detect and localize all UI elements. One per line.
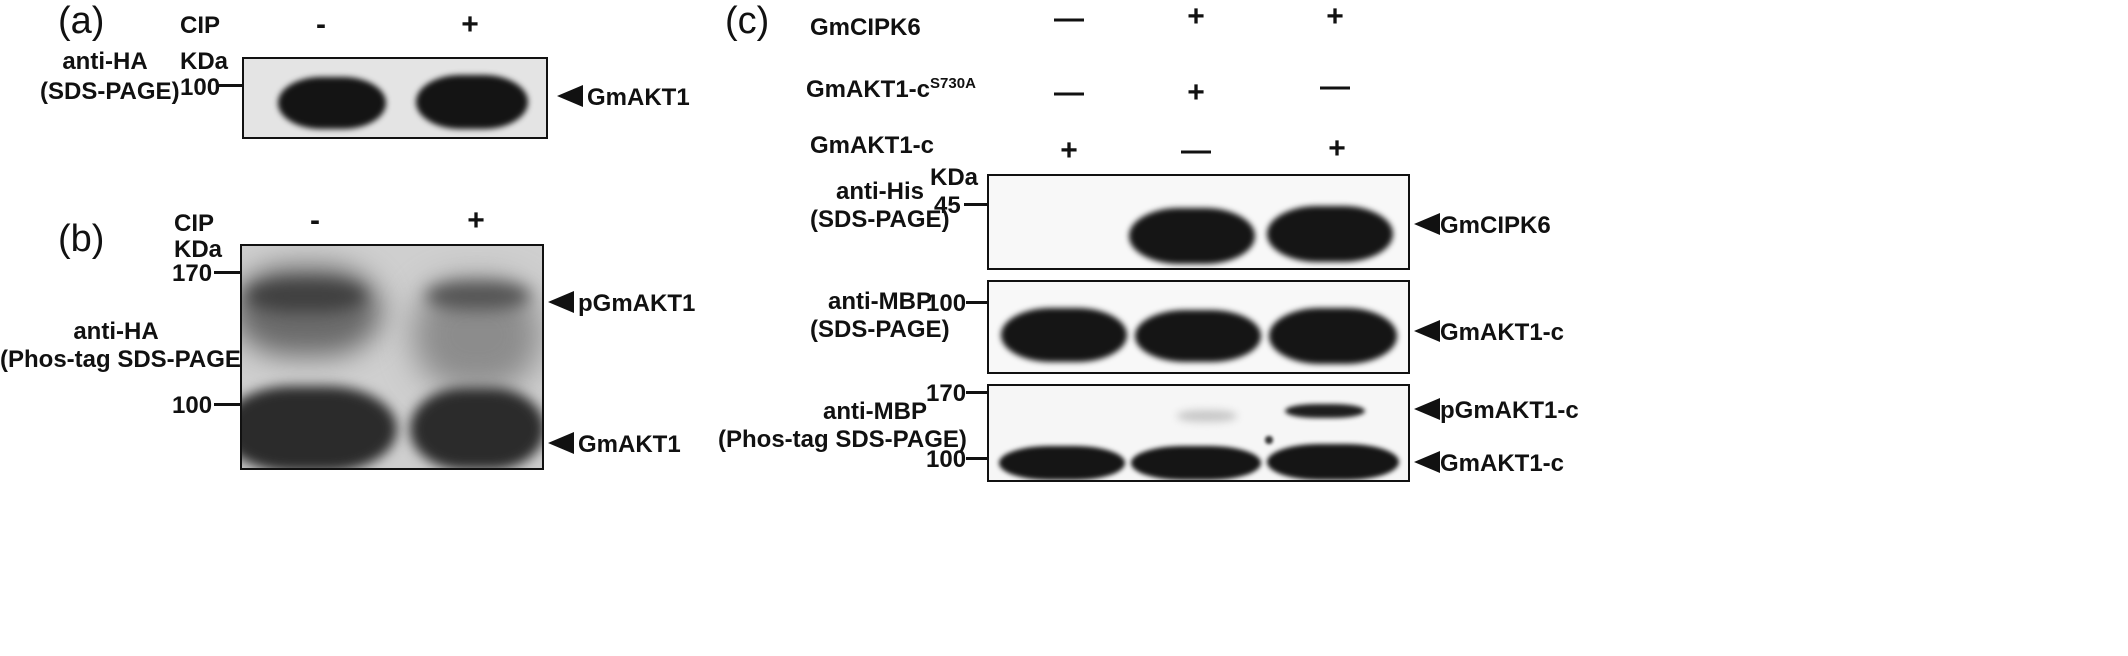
panel-c-blot3-band-top-label: pGmAKT1-c	[1440, 397, 1579, 424]
panel-c-row3-lane2: —	[1181, 134, 1211, 167]
panel-c-blot2	[987, 280, 1410, 374]
panel-c-label: (c)	[725, 0, 770, 42]
panel-b-band-top-lane2	[426, 282, 530, 310]
panel-c-row1-lane1: —	[1054, 2, 1084, 35]
panel-a-gel-type: (SDS-PAGE)	[40, 78, 180, 105]
panel-c-blot2-gel-type: (SDS-PAGE)	[810, 316, 950, 343]
panel-c-blot3-gel-type: (Phos-tag SDS-PAGE)	[718, 426, 967, 453]
panel-c-blot2-band-label: GmAKT1-c	[1440, 319, 1565, 346]
panel-c-row1-lane2: +	[1187, 0, 1205, 33]
panel-a-cip-label: CIP	[180, 12, 221, 39]
panel-c-blot1-marker-45: 45	[934, 192, 961, 219]
panel-b-lane1-sign: -	[310, 204, 320, 237]
panel-c-blot1-arrowhead	[1414, 213, 1440, 235]
panel-b-kda-label: KDa	[174, 236, 223, 263]
panel-c-blot2-band-lane2	[1135, 310, 1261, 362]
panel-c-blot3-band-lane1	[999, 446, 1125, 480]
panel-a-band-lane2	[416, 75, 528, 129]
panel-a-blot	[242, 57, 548, 139]
panel-c-row2-lane1: —	[1054, 76, 1084, 109]
panel-b-blot	[240, 244, 544, 470]
panel-c-row1-label: GmCIPK6	[810, 14, 921, 41]
panel-b-marker-100-tick	[214, 403, 240, 406]
panel-c-row1-lane3: +	[1326, 0, 1344, 33]
panel-c-blot3	[987, 384, 1410, 482]
panel-b-lane2-sign: +	[467, 204, 485, 237]
panel-b-label: (b)	[58, 218, 105, 260]
panel-c-blot3-arrowhead-top	[1414, 398, 1440, 420]
panel-c-blot1-gel-type: (SDS-PAGE)	[810, 206, 950, 233]
panel-a-lane1-sign: -	[316, 8, 326, 41]
panel-c-row3-label: GmAKT1-c	[810, 132, 935, 159]
panel-a-band-label: GmAKT1	[587, 84, 690, 111]
panel-c-blot2-antibody: anti-MBP	[828, 288, 932, 315]
panel-b-band-top-lane1	[246, 280, 366, 312]
panel-c-blot2-band-lane1	[1001, 308, 1127, 362]
panel-a-antibody: anti-HA	[62, 48, 148, 75]
panel-c-blot3-band-lane3	[1267, 444, 1399, 480]
panel-a-kda-label: KDa	[180, 48, 229, 75]
panel-b-band-bottom-label: GmAKT1	[578, 431, 681, 458]
panel-c-blot1-band-lane3	[1267, 206, 1393, 262]
panel-c-blot2-marker-tick	[966, 301, 988, 304]
panel-a-marker-tick	[218, 84, 242, 87]
panel-c-row3-lane3: +	[1328, 132, 1346, 165]
panel-b-arrowhead-top	[548, 291, 574, 313]
panel-a-marker-100: 100	[180, 74, 221, 101]
panel-b-antibody: anti-HA	[73, 318, 159, 345]
panel-b-arrowhead-bottom	[548, 432, 574, 454]
panel-b-cip-label: CIP	[174, 210, 215, 237]
panel-c-blot1-band-lane2	[1129, 208, 1255, 264]
panel-b-band-bottom-lane2	[410, 388, 542, 468]
panel-c-blot1-marker-tick	[964, 203, 988, 206]
panel-c-blot3-marker-170-tick	[966, 391, 988, 394]
panel-c-blot3-band-bottom-label: GmAKT1-c	[1440, 450, 1565, 477]
panel-c-blot2-arrowhead	[1414, 320, 1440, 342]
panel-c-blot2-band-lane3	[1269, 308, 1397, 364]
panel-c-blot3-arrowhead-bottom	[1414, 451, 1440, 473]
panel-c-blot1	[987, 174, 1410, 270]
panel-c-blot3-speck	[1265, 436, 1273, 444]
panel-c-row2-lane3: —	[1320, 70, 1350, 103]
panel-b-marker-100: 100	[172, 392, 213, 419]
panel-c-blot3-band-lane2	[1131, 446, 1261, 480]
panel-c-row3-lane1: +	[1060, 134, 1078, 167]
panel-b-marker-170: 170	[172, 260, 213, 287]
panel-b-band-bottom-lane1	[242, 386, 397, 468]
panel-c-row2-lane2: +	[1187, 76, 1205, 109]
panel-c-kda-label: KDa	[930, 164, 979, 191]
panel-b-marker-170-tick	[214, 271, 240, 274]
panel-a-lane2-sign: +	[461, 8, 479, 41]
panel-c-row2-label: GmAKT1-cS730A	[806, 75, 976, 103]
panel-c-blot3-phospho-band-lane3	[1285, 404, 1365, 418]
panel-a-band-lane1	[278, 77, 386, 129]
panel-c-blot3-marker-170: 170	[926, 380, 967, 407]
panel-c-blot3-faint-band-lane2	[1177, 410, 1237, 422]
panel-a-arrowhead	[557, 85, 583, 107]
panel-c-blot3-marker-100: 100	[926, 446, 967, 473]
panel-a-label: (a)	[58, 0, 105, 42]
panel-c-blot1-band-label: GmCIPK6	[1440, 212, 1551, 239]
panel-c-blot2-marker-100: 100	[926, 290, 967, 317]
panel-b-band-top-label: pGmAKT1	[578, 290, 696, 317]
panel-c-blot1-antibody: anti-His	[835, 178, 924, 205]
panel-c-blot3-marker-100-tick	[966, 457, 988, 460]
panel-b-gel-type: (Phos-tag SDS-PAGE)	[0, 346, 249, 373]
panel-c-blot3-antibody: anti-MBP	[823, 398, 927, 425]
